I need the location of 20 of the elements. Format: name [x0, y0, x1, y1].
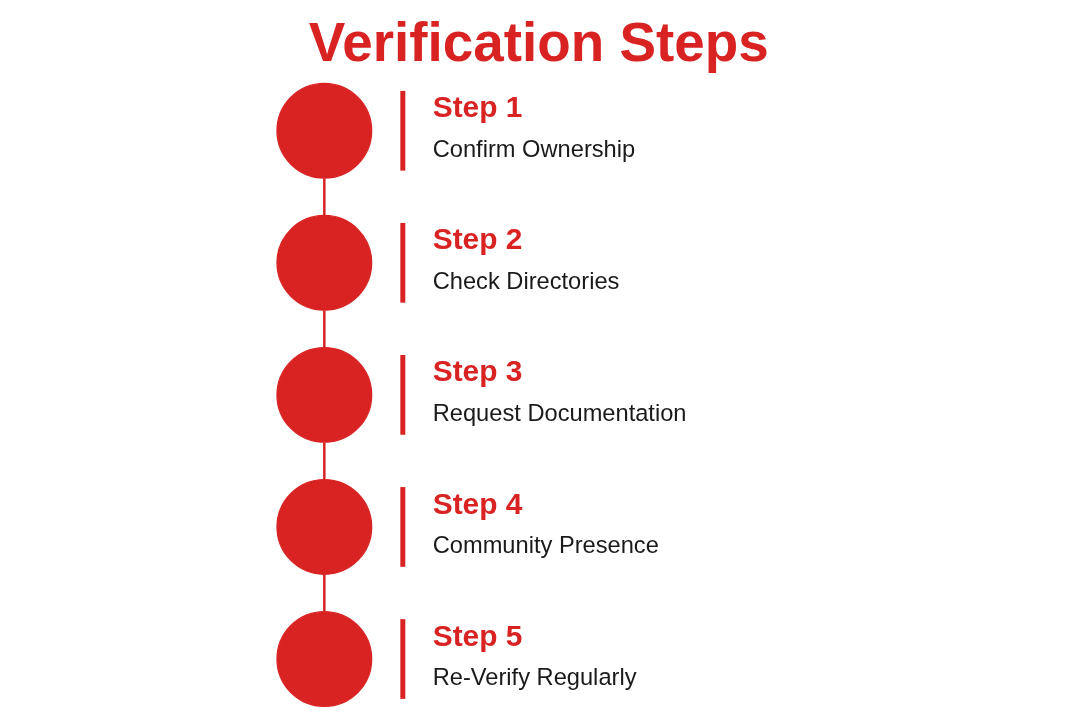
connector — [322, 178, 326, 216]
connector — [322, 574, 326, 612]
node-label: Check Directories — [432, 267, 619, 294]
node-circle — [275, 611, 372, 707]
node-label: Step 3 — [432, 354, 522, 388]
node-label: Step 2 — [432, 222, 522, 256]
node-label: Re-Verify Regularly — [432, 663, 637, 690]
connector — [322, 310, 326, 348]
node-label: Step 4 — [432, 486, 522, 520]
node-circle — [275, 346, 372, 443]
node-label: Step 5 — [432, 618, 522, 652]
diagram-title: Verification Steps — [308, 11, 769, 74]
node-label: Request Documentation — [432, 399, 687, 426]
node-label: Step 1 — [432, 90, 522, 124]
node-circle — [275, 214, 372, 311]
node-circle — [275, 82, 372, 179]
node-label: Confirm Ownership — [432, 135, 635, 162]
node-label: Community Presence — [432, 531, 659, 558]
node-circle — [275, 479, 372, 575]
connector — [322, 442, 326, 480]
